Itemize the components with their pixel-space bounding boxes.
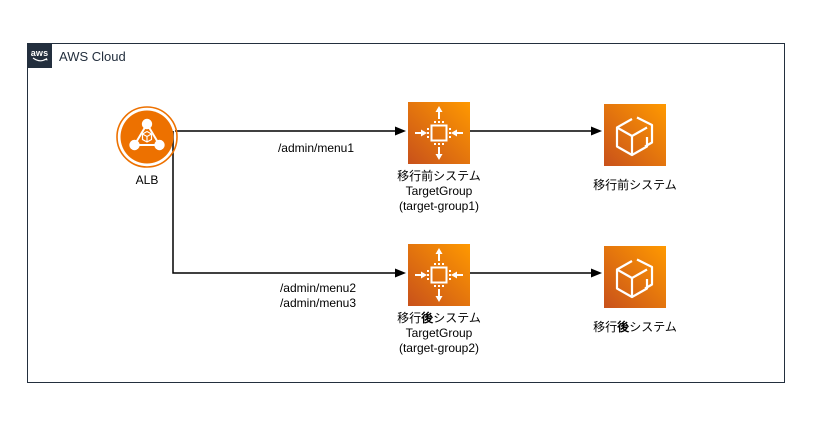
target-group1-label-line2: TargetGroup [405, 184, 473, 198]
target-group2-label-line1-pre: 移行 [397, 311, 422, 325]
target-group1-label-line3: (target-group1) [398, 199, 480, 213]
target-group2-label-line1-post: システム [433, 311, 481, 325]
target-group2-label-line3: (target-group2) [398, 341, 480, 355]
system-after-label-bold: 後 [617, 320, 630, 334]
edge-label-route2-line1: /admin/menu2 [279, 281, 357, 295]
aws-logo-icon: aws [27, 43, 52, 68]
aws-cloud-group-border [27, 43, 785, 383]
system-before-container-icon[interactable] [604, 104, 666, 166]
target-group2-label: 移行後システム TargetGroup (target-group2) [369, 311, 509, 356]
target-group2-label-line2: TargetGroup [405, 326, 473, 340]
edge-label-route2-line2: /admin/menu3 [279, 296, 357, 310]
target-group2-label-line1-bold: 後 [421, 311, 434, 325]
target-group1-icon[interactable] [408, 102, 470, 164]
target-group2-icon[interactable] [408, 244, 470, 306]
system-before-label: 移行前システム [565, 178, 705, 193]
edge-label-route1-text: /admin/menu1 [277, 141, 355, 155]
alb-label-text: ALB [135, 173, 159, 187]
alb-label: ALB [107, 173, 187, 188]
system-after-label-pre: 移行 [593, 320, 618, 334]
system-after-container-icon[interactable] [604, 246, 666, 308]
system-after-label: 移行後システム [565, 320, 705, 335]
aws-smile-icon [32, 57, 48, 61]
group-title: AWS Cloud [59, 49, 126, 64]
edge-label-route1: /admin/menu1 [246, 141, 386, 156]
edge-label-route2: /admin/menu2 /admin/menu3 [248, 281, 388, 311]
alb-load-balancer-icon[interactable] [116, 106, 178, 168]
system-after-label-post: システム [629, 320, 677, 334]
target-group1-label-line1: 移行前システム [397, 169, 481, 183]
aws-logo-text: aws [30, 47, 49, 58]
target-group2-label-line1: 移行後システム [369, 311, 509, 326]
system-before-label-text: 移行前システム [593, 178, 677, 192]
target-group1-label: 移行前システム TargetGroup (target-group1) [369, 169, 509, 214]
